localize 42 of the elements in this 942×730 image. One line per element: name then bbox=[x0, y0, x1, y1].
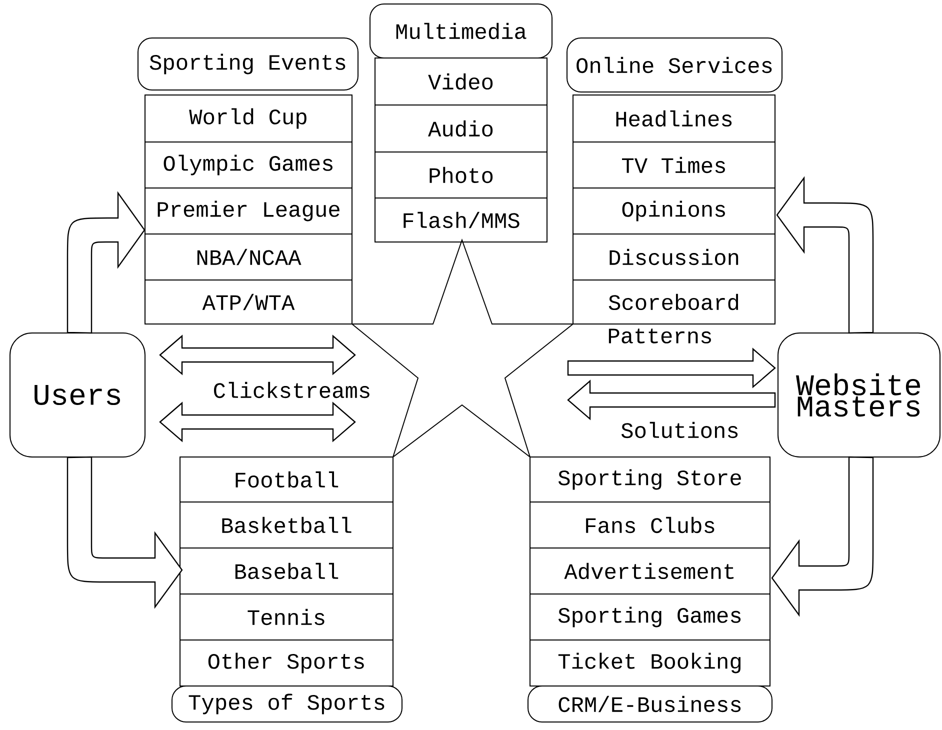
list-cell: Advertisement bbox=[530, 548, 770, 594]
list-cell: Discussion bbox=[572, 234, 776, 280]
block-arrow bbox=[567, 348, 776, 388]
list-cell: NBA/NCAA bbox=[144, 234, 352, 280]
edge-label: Patterns bbox=[606, 328, 714, 344]
list-cell: ATP/WTA bbox=[144, 280, 352, 324]
list-cell: World Cup bbox=[144, 94, 352, 142]
list-cell: Tennis bbox=[180, 594, 394, 640]
block-arrow bbox=[159, 402, 356, 442]
list-cell: Fans Clubs bbox=[530, 502, 770, 548]
header-box: Types of Sports bbox=[172, 686, 402, 722]
list-cell: TV Times bbox=[572, 142, 776, 188]
list-cell: Baseball bbox=[180, 548, 394, 594]
list-cell: Basketball bbox=[180, 502, 394, 548]
list-cell: Other Sports bbox=[180, 640, 394, 686]
actor-box: Users bbox=[10, 332, 146, 458]
edge-label: Clickstreams bbox=[212, 380, 372, 400]
list-cell: Scoreboard bbox=[572, 280, 776, 324]
block-arrow bbox=[66, 192, 146, 334]
edge-label: Solutions bbox=[620, 420, 740, 440]
header-box: Multimedia bbox=[370, 4, 552, 58]
block-arrow bbox=[159, 334, 356, 376]
header-box: Sporting Events bbox=[138, 38, 358, 90]
list-cell: Video bbox=[374, 58, 548, 106]
list-cell: Photo bbox=[374, 152, 548, 198]
list-cell: Sporting Store bbox=[530, 456, 770, 502]
block-arrow bbox=[776, 177, 874, 334]
actor-box: Website Masters bbox=[778, 332, 940, 458]
list-cell: Audio bbox=[374, 104, 548, 152]
header-box: Online Services bbox=[566, 38, 782, 92]
block-arrow bbox=[771, 456, 874, 616]
list-cell: Flash/MMS bbox=[374, 198, 548, 242]
list-cell: Sporting Games bbox=[530, 594, 770, 640]
list-cell: Olympic Games bbox=[144, 142, 352, 188]
list-cell: Premier League bbox=[144, 188, 352, 234]
block-arrow bbox=[66, 456, 183, 608]
list-cell: Ticket Booking bbox=[530, 640, 770, 686]
block-arrow bbox=[567, 380, 776, 420]
list-cell: Football bbox=[180, 456, 394, 502]
header-box: CRM/E-Business bbox=[528, 686, 772, 722]
list-cell: Headlines bbox=[572, 94, 776, 142]
list-cell: Opinions bbox=[572, 188, 776, 234]
